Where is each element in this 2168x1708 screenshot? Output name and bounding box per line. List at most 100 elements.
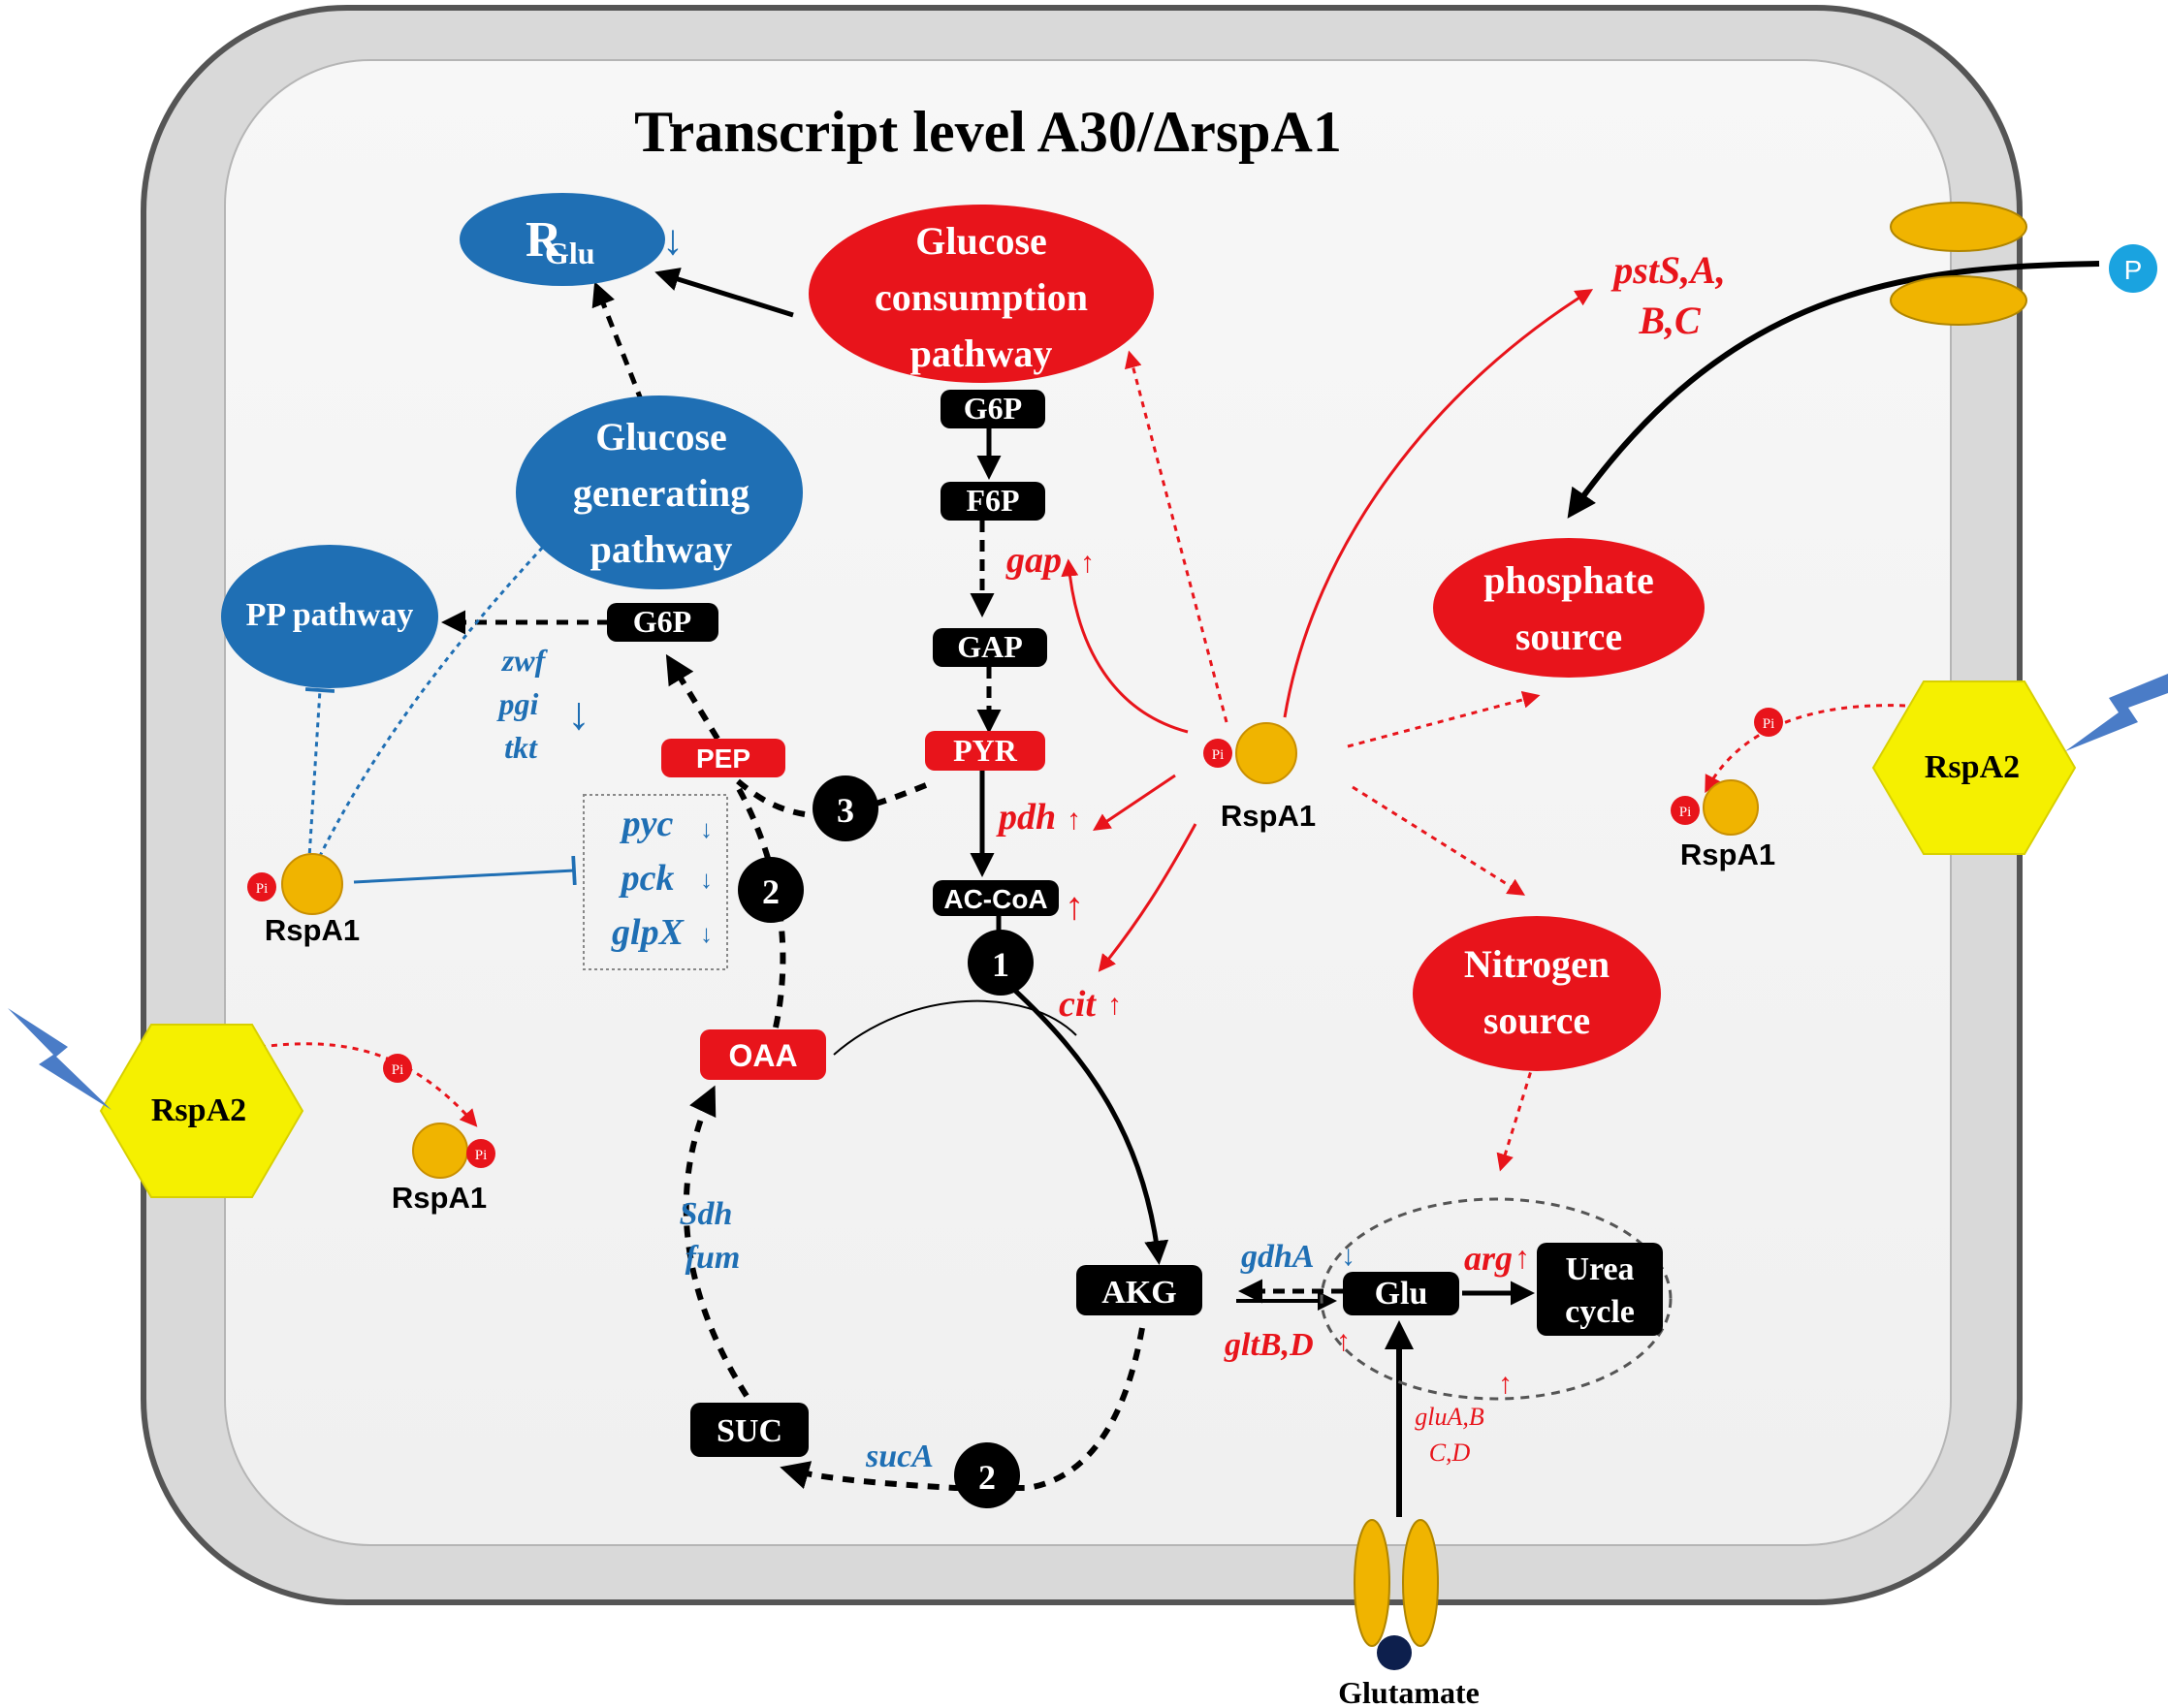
ppp-genes-down-arrow-icon: ↓ <box>567 688 590 740</box>
glucose-consumption-line-1: Glucose <box>915 219 1047 263</box>
pi-free-right <box>1754 708 1783 737</box>
phosphate-label: P <box>2124 255 2143 285</box>
nitrogen-source-node: Nitrogen source <box>1413 916 1661 1071</box>
gene-gap: gap <box>1005 540 1062 581</box>
pi-label: Pi <box>1763 716 1775 732</box>
metabolite-f6p: F6P <box>941 482 1045 521</box>
tca-cycle-arc <box>833 999 1077 1056</box>
svg-text:SUC: SUC <box>717 1413 782 1449</box>
metabolite-accoa: AC-CoA <box>933 880 1059 916</box>
rspa2-right-label: RspA2 <box>1925 749 2020 785</box>
rspa1-left-label: RspA1 <box>265 913 360 947</box>
svg-text:AKG: AKG <box>1101 1275 1176 1311</box>
gene-suca: sucA <box>865 1439 934 1474</box>
phosphate-source-line-2: source <box>1515 615 1622 658</box>
gene-tkt: tkt <box>504 730 538 765</box>
svg-text:PEP: PEP <box>696 743 750 774</box>
glucose-generating-node: Glucose generating pathway <box>516 395 803 589</box>
gene-pdh-up-arrow-icon: ↑ <box>1067 804 1081 836</box>
edge-akg-suc <box>780 1327 1145 1491</box>
rspa2-left-label: RspA2 <box>151 1092 246 1128</box>
nitrogen-source-line-2: source <box>1483 998 1590 1042</box>
gene-fum: fum <box>685 1240 741 1276</box>
svg-text:Urea: Urea <box>1565 1251 1634 1287</box>
phosphate-source-node: phosphate source <box>1433 538 1705 678</box>
edge-consumption-rglu <box>654 268 794 318</box>
svg-text:F6P: F6P <box>966 483 1019 518</box>
rspa2-left-phospho-arc <box>259 1042 478 1127</box>
gene-pst-line-2: B,C <box>1638 299 1702 342</box>
gluconeogenesis-gene-box <box>583 794 728 970</box>
svg-text:Glu: Glu <box>1375 1276 1428 1312</box>
gene-glpx: glpX <box>611 912 685 953</box>
gene-glu-transporter-up-arrow-icon: ↑ <box>1498 1368 1513 1400</box>
diagram-title: Transcript level A30/ΔrspA1 <box>634 100 1342 164</box>
rspa1-bottom-left-label: RspA1 <box>392 1181 487 1215</box>
metabolite-suc: SUC <box>690 1403 809 1457</box>
gene-glpx-down-arrow-icon: ↓ <box>700 919 713 948</box>
gene-pck: pck <box>619 858 675 899</box>
svg-text:3: 3 <box>837 791 854 830</box>
reg-rspa1-cit <box>1098 823 1197 972</box>
inhib-rspa1-pp <box>304 687 335 873</box>
svg-text:1: 1 <box>992 945 1009 984</box>
metabolite-akg: AKG <box>1076 1265 1202 1315</box>
reg-rspa1-consumption <box>1124 350 1228 723</box>
rspa1-center-label: RspA1 <box>1221 799 1316 833</box>
svg-text:2: 2 <box>762 872 780 911</box>
badge-3: 3 <box>813 775 878 841</box>
gene-pst-line-1: pstS,A, <box>1610 248 1726 292</box>
rspa1-left: Pi RspA1 <box>247 853 360 947</box>
inhib-rspa1-generating <box>313 520 570 867</box>
metabolite-pyr: PYR <box>925 731 1045 771</box>
gene-zwf: zwf <box>501 643 549 678</box>
phosphate-source-line-1: phosphate <box>1483 558 1654 602</box>
reg-rspa1-gap <box>1061 558 1189 734</box>
glutamate-label: Glutamate <box>1338 1675 1480 1708</box>
pp-pathway-node: PP pathway <box>221 545 438 688</box>
glutamate-transporter <box>1354 1519 1439 1647</box>
rspa1-bottom-left: Pi RspA1 <box>392 1123 495 1215</box>
rspa1-center: Pi RspA1 <box>1203 722 1316 833</box>
gene-glu-transporter-line-2: C,D <box>1429 1439 1471 1467</box>
svg-text:OAA: OAA <box>728 1038 797 1073</box>
rspa2-right: RspA2 <box>1871 680 2077 855</box>
pp-pathway-label: PP pathway <box>246 597 414 633</box>
metabolite-glu: Glu <box>1343 1272 1459 1315</box>
metabolite-gap: GAP <box>933 628 1047 667</box>
rspa2-left: RspA2 <box>99 1024 304 1198</box>
rglu-down-arrow-icon: ↓ <box>662 216 684 264</box>
gene-gltbd-up-arrow-icon: ↑ <box>1336 1325 1351 1357</box>
reg-rspa1-phosphate <box>1347 691 1541 748</box>
rglu-subscript: Glu <box>545 236 595 270</box>
phosphate-transporter <box>1890 202 2027 326</box>
reg-rspa1-pdh <box>1093 774 1176 832</box>
phosphate-ion: P <box>2109 244 2157 293</box>
rspa2-right-phospho-arc <box>1705 704 1906 794</box>
svg-text:cycle: cycle <box>1565 1294 1635 1330</box>
svg-text:PYR: PYR <box>953 733 1018 768</box>
badge-1: 1 <box>968 930 1034 996</box>
nitrogen-source-line-1: Nitrogen <box>1464 942 1610 986</box>
gene-pdh: pdh <box>996 797 1056 838</box>
lightning-icon <box>2065 674 2168 751</box>
glucose-consumption-line-2: consumption <box>875 275 1088 319</box>
glucose-generating-line-2: generating <box>573 471 749 515</box>
accoa-up-arrow-icon: ↑ <box>1065 885 1084 928</box>
rspa1-right: Pi RspA1 <box>1671 779 1775 871</box>
gene-gdha: gdhA <box>1240 1239 1315 1275</box>
gene-pyc: pyc <box>620 804 674 844</box>
metabolite-pep: PEP <box>661 739 785 777</box>
gene-pck-down-arrow-icon: ↓ <box>700 865 713 894</box>
gene-pgi: pgi <box>496 686 539 721</box>
edge-accoa-akg <box>1011 987 1169 1265</box>
pi-free-left <box>383 1054 412 1083</box>
pi-label: Pi <box>1212 747 1225 763</box>
gene-gltbd: gltB,D <box>1224 1327 1314 1363</box>
glucose-consumption-line-3: pathway <box>910 332 1053 375</box>
glucose-generating-line-1: Glucose <box>595 415 727 459</box>
glutamate-molecule <box>1377 1635 1412 1670</box>
glucose-consumption-node: Glucose consumption pathway <box>809 205 1154 383</box>
svg-text:GAP: GAP <box>957 629 1023 664</box>
